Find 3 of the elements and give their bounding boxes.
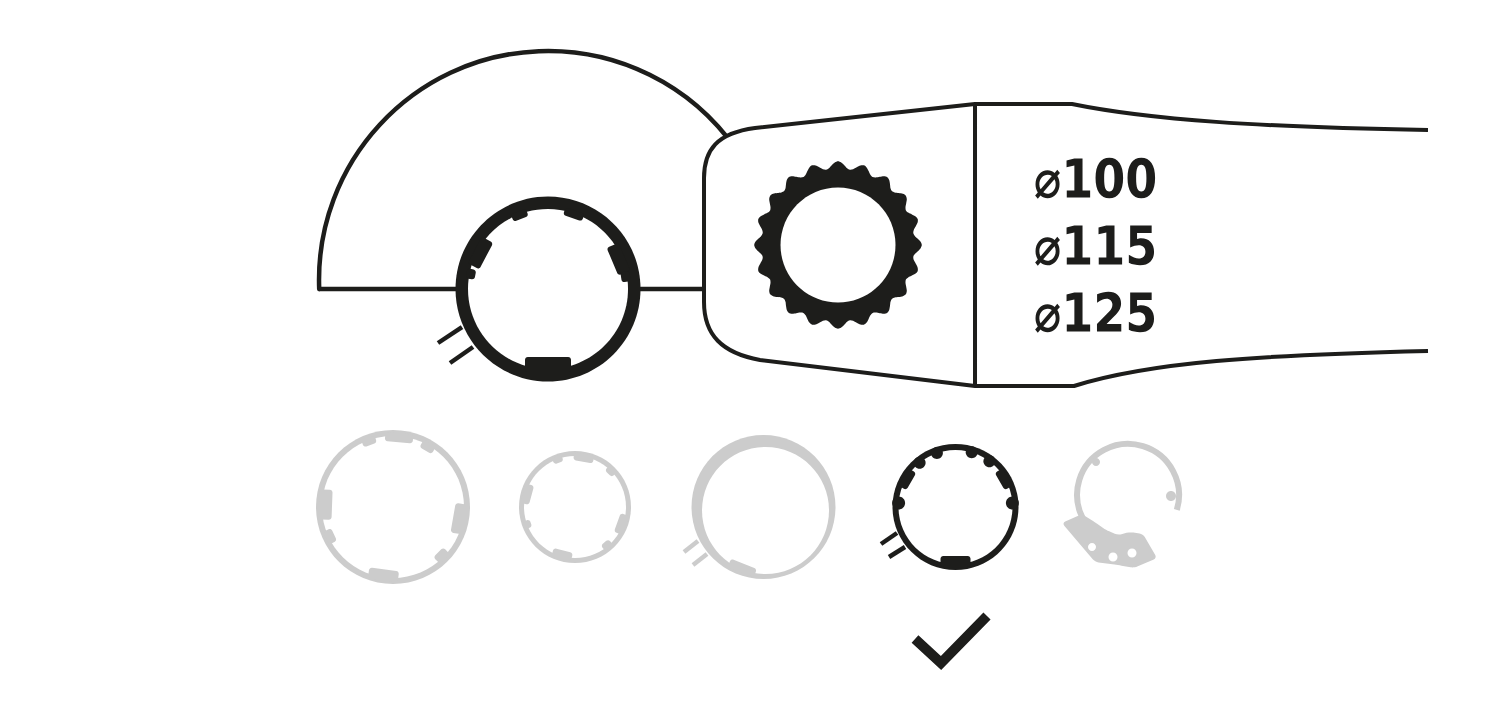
diameter-label: ⌀125 <box>1035 291 1155 333</box>
diameter-label: ⌀100 <box>1035 157 1156 199</box>
diameter-label: ⌀115 <box>1035 225 1155 266</box>
